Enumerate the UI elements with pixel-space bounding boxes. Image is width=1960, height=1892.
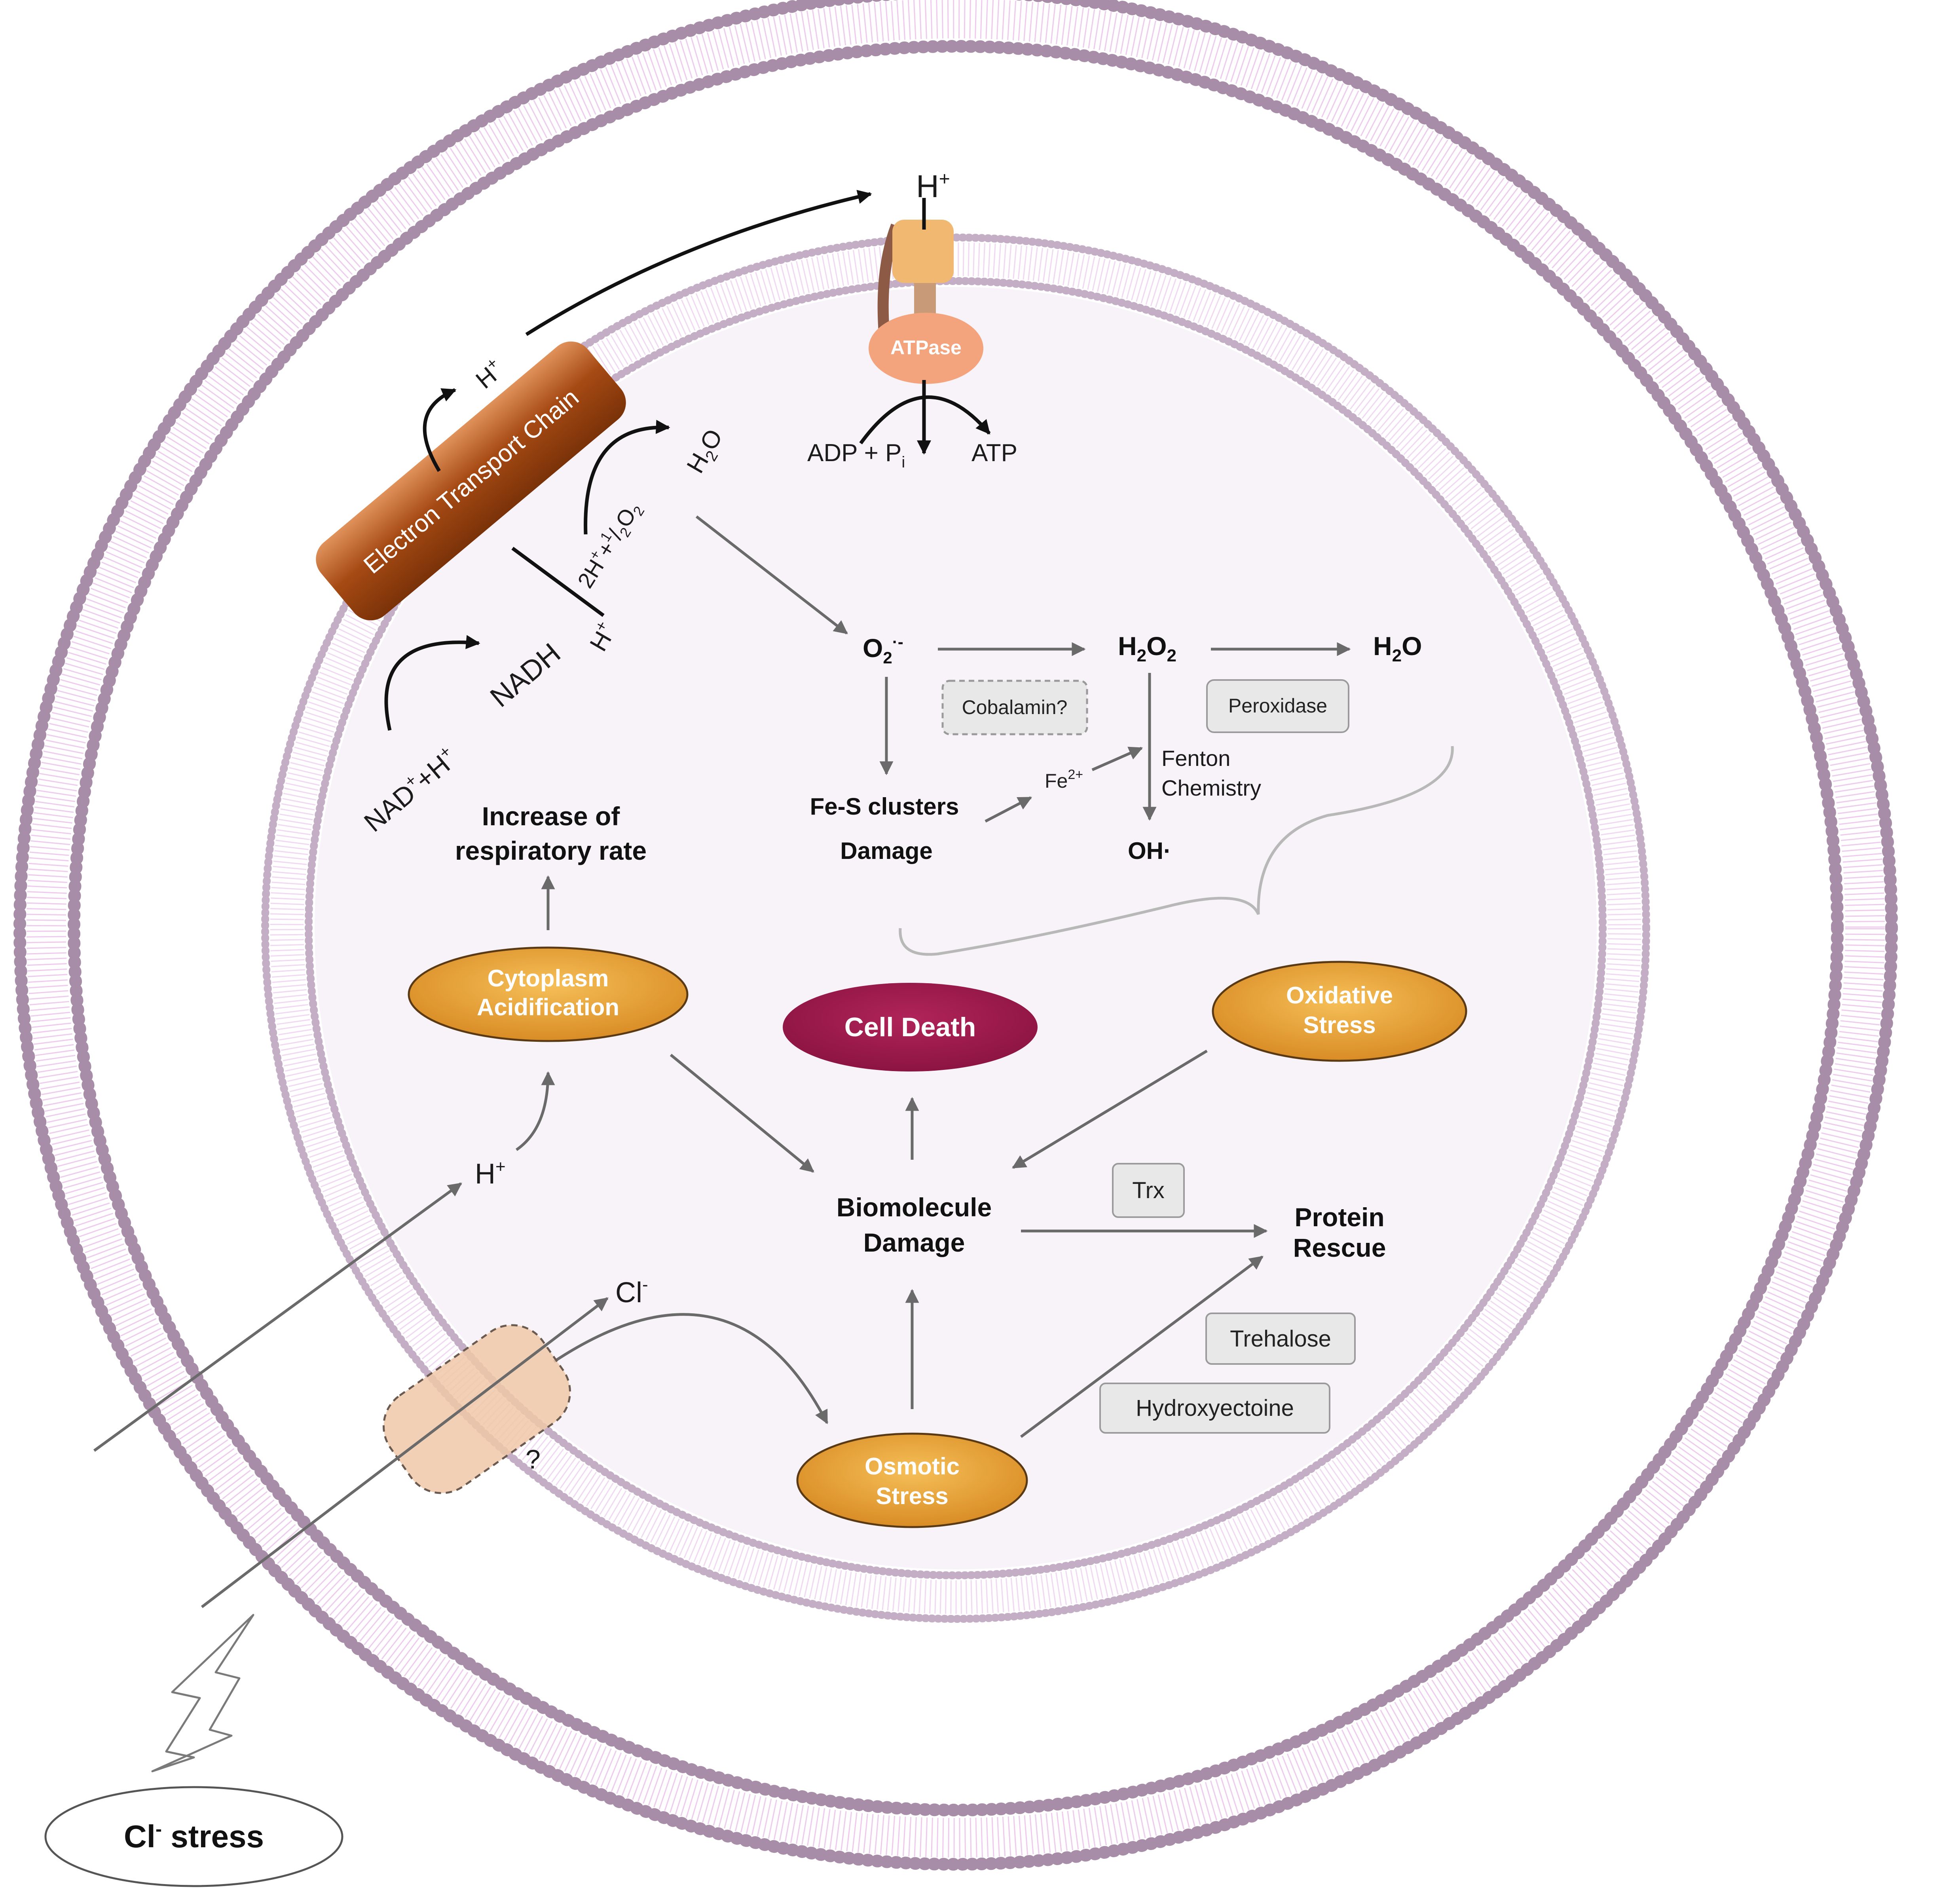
hydroxyl-label: OH· [1128,838,1171,864]
central-arrows [516,875,1268,1438]
arrow-nad-to-nadh [384,635,480,731]
ros-brace [899,746,1454,956]
h2o-end-label: H2O [1373,631,1422,665]
arrow-acid-to-biomolecule [670,1054,814,1173]
biomolecule-damage-label-2: Damage [863,1228,965,1257]
svg-text:Cell Death: Cell Death [844,1012,976,1042]
svg-text:Cobalamin?: Cobalamin? [962,696,1068,718]
osmotic-stress-node: Osmotic Stress [796,1432,1028,1528]
etc-arrows [384,190,872,731]
arrow-h-to-atpase [525,190,872,336]
atpase-label: ATPase [890,336,962,359]
svg-text:Cl- stress: Cl- stress [124,1819,264,1854]
outer-membrane [13,0,1898,1871]
cl-stress-label: Cl- stress [44,1786,343,1887]
h2o2-label: H2O2 [1118,631,1176,665]
svg-text:Stress: Stress [1303,1012,1376,1038]
protein-rescue-label-1: Protein [1294,1202,1384,1232]
svg-text:Stress: Stress [876,1483,948,1509]
trx-box: Trx [1112,1163,1185,1218]
arrow-o2-to-h2o [584,420,670,535]
arrow-cl-to-osmotic [553,1313,829,1425]
lightning-bolt-icon [151,1614,254,1772]
svg-text:Peroxidase: Peroxidase [1228,695,1327,717]
h-in-label: H+ [475,1157,506,1190]
fenton-label-1: Fenton [1161,746,1230,771]
cl-in-label: Cl- [615,1275,648,1309]
svg-text:Cytoplasm: Cytoplasm [488,965,609,992]
fes-damage-label: Damage [840,838,932,864]
chloride-channel [383,1324,571,1494]
proton-entry-line [93,1182,462,1452]
fe2-label: Fe2+ [1045,767,1083,792]
adp-label: ADP + Pi [807,439,905,471]
svg-text:Acidification: Acidification [477,994,619,1020]
chloride-entry-line [201,1297,609,1608]
arrow-h-in-to-acid [516,1071,555,1151]
biomolecule-damage-label-1: Biomolecule [837,1193,992,1222]
arrow-fes-to-fe [985,796,1032,823]
oxidative-stress-node: Oxidative Stress [1212,961,1467,1062]
svg-text:Trx: Trx [1132,1178,1165,1203]
cobalamin-box: Cobalamin? [941,680,1088,735]
etc-proton-line [511,547,605,617]
svg-text:Hydroxyectoine: Hydroxyectoine [1136,1395,1294,1421]
protein-rescue-label-2: Rescue [1293,1233,1386,1262]
arrow-osmotic-to-protein-rescue [1020,1256,1264,1438]
ion-entry-lines [93,1182,609,1608]
svg-text:Osmotic: Osmotic [865,1453,960,1480]
inner-membrane [261,234,1650,1623]
atp-synthesis-arrows [859,380,991,455]
atp-label: ATP [971,439,1017,467]
svg-text:Trehalose: Trehalose [1230,1326,1331,1352]
hydroxyectoine-box: Hydroxyectoine [1099,1383,1330,1434]
arrow-etc-h-out [423,388,457,472]
h-etc-top-label: H+ [469,354,509,394]
atpase: ATPase [869,198,983,384]
fenton-label-2: Chemistry [1161,775,1261,800]
cytoplasm [315,287,1597,1569]
arrow-oxidative-to-biomolecule [1012,1050,1208,1169]
cell-death-node: Cell Death [783,983,1038,1071]
trehalose-box: Trehalose [1205,1313,1356,1365]
peroxidase-box: Peroxidase [1206,679,1349,733]
cytoplasm-acidification-node: Cytoplasm Acidification [408,946,689,1042]
respiratory-rate-label-1: Increase of [482,802,620,831]
arrow-o2red-to-superoxide [695,515,848,634]
arrow-fe-to-fenton [1091,747,1143,771]
transporter-question-label: ? [526,1444,541,1474]
svg-text:Oxidative: Oxidative [1286,982,1393,1009]
h-out-label: H+ [916,169,950,204]
fes-clusters-label: Fe-S clusters [810,793,959,820]
ros-arrows [695,515,1351,823]
superoxide-label: O2·- [863,633,903,667]
respiratory-rate-label-2: respiratory rate [455,836,647,865]
